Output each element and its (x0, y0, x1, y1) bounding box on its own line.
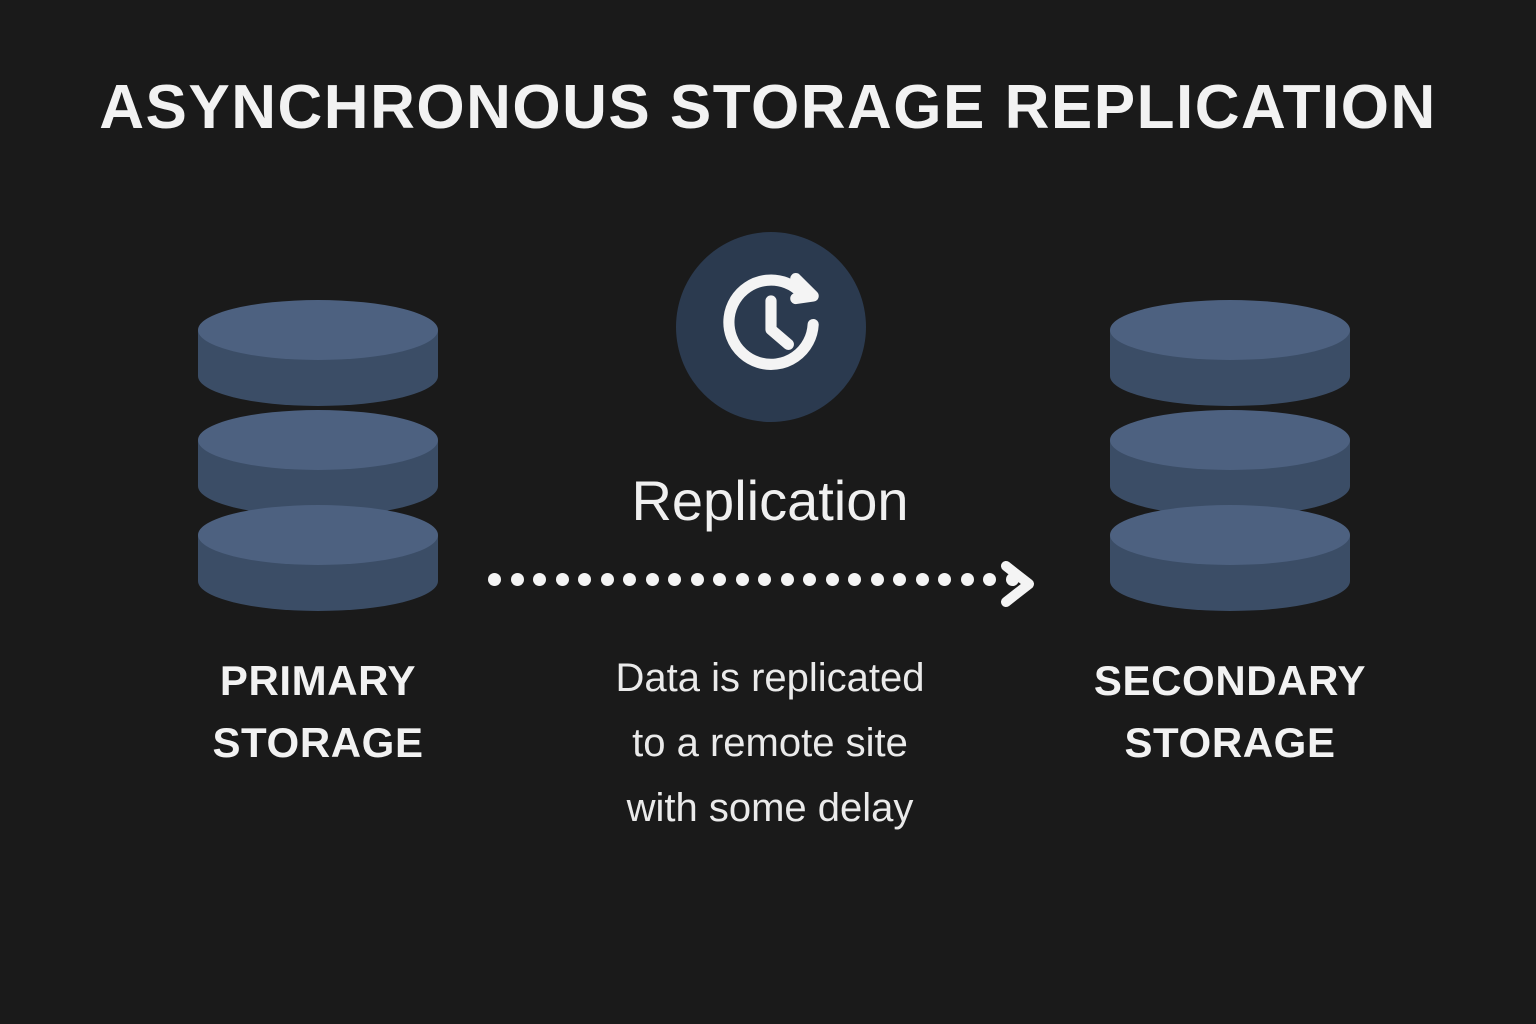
arrow-dot (668, 573, 681, 586)
database-disc-top (1110, 410, 1350, 470)
replication-caption-line1: Data is replicated (615, 656, 925, 700)
secondary-storage-label-line1: SECONDARY (1093, 657, 1367, 704)
arrow-dot (488, 573, 501, 586)
arrow-dot (533, 573, 546, 586)
replication-caption-line3: with some delay (626, 786, 914, 830)
secondary-storage-label-line2: STORAGE (1124, 719, 1336, 766)
replication-arrow (488, 556, 1048, 612)
arrow-dot (893, 573, 906, 586)
primary-storage-label: PRIMARY STORAGE (118, 650, 518, 774)
arrow-dot (780, 573, 794, 586)
database-disc-top (198, 300, 438, 360)
arrow-dot (735, 573, 749, 586)
arrow-dot (713, 573, 726, 586)
arrow-dot (938, 573, 951, 586)
arrow-dot (960, 573, 974, 586)
arrow-dot (555, 573, 569, 586)
chevron-right-icon (996, 556, 1042, 612)
primary-storage-database-icon (198, 300, 438, 612)
page-title: ASYNCHRONOUS STORAGE REPLICATION (99, 73, 1437, 142)
database-disc-top (1110, 300, 1350, 360)
arrow-dot (825, 573, 839, 586)
secondary-storage-database-icon (1110, 300, 1350, 612)
replication-caption-line2: to a remote site (632, 721, 908, 765)
secondary-storage-label: SECONDARY STORAGE (1030, 650, 1430, 774)
database-disc-top (1110, 505, 1350, 565)
arrow-dot (758, 573, 771, 586)
arrow-dot (870, 573, 884, 586)
arrow-dot (645, 573, 659, 586)
arrow-dot (983, 573, 996, 586)
database-disc-top (198, 505, 438, 565)
arrow-dot (690, 573, 704, 586)
arrow-dot (600, 573, 614, 586)
dotted-line (488, 573, 1019, 586)
replication-caption: Data is replicated to a remote site with… (520, 646, 1020, 841)
arrow-dot (915, 573, 929, 586)
clock-restore-icon (723, 273, 819, 370)
arrow-dot (803, 573, 816, 586)
database-disc-top (198, 410, 438, 470)
clock-restore-icon-badge (676, 232, 866, 422)
arrow-dot (578, 573, 591, 586)
arrow-dot (510, 573, 524, 586)
replication-label: Replication (631, 469, 909, 532)
arrow-dot (623, 573, 636, 586)
primary-storage-label-line1: PRIMARY (219, 657, 417, 704)
primary-storage-label-line2: STORAGE (212, 719, 424, 766)
arrow-dot (848, 573, 861, 586)
